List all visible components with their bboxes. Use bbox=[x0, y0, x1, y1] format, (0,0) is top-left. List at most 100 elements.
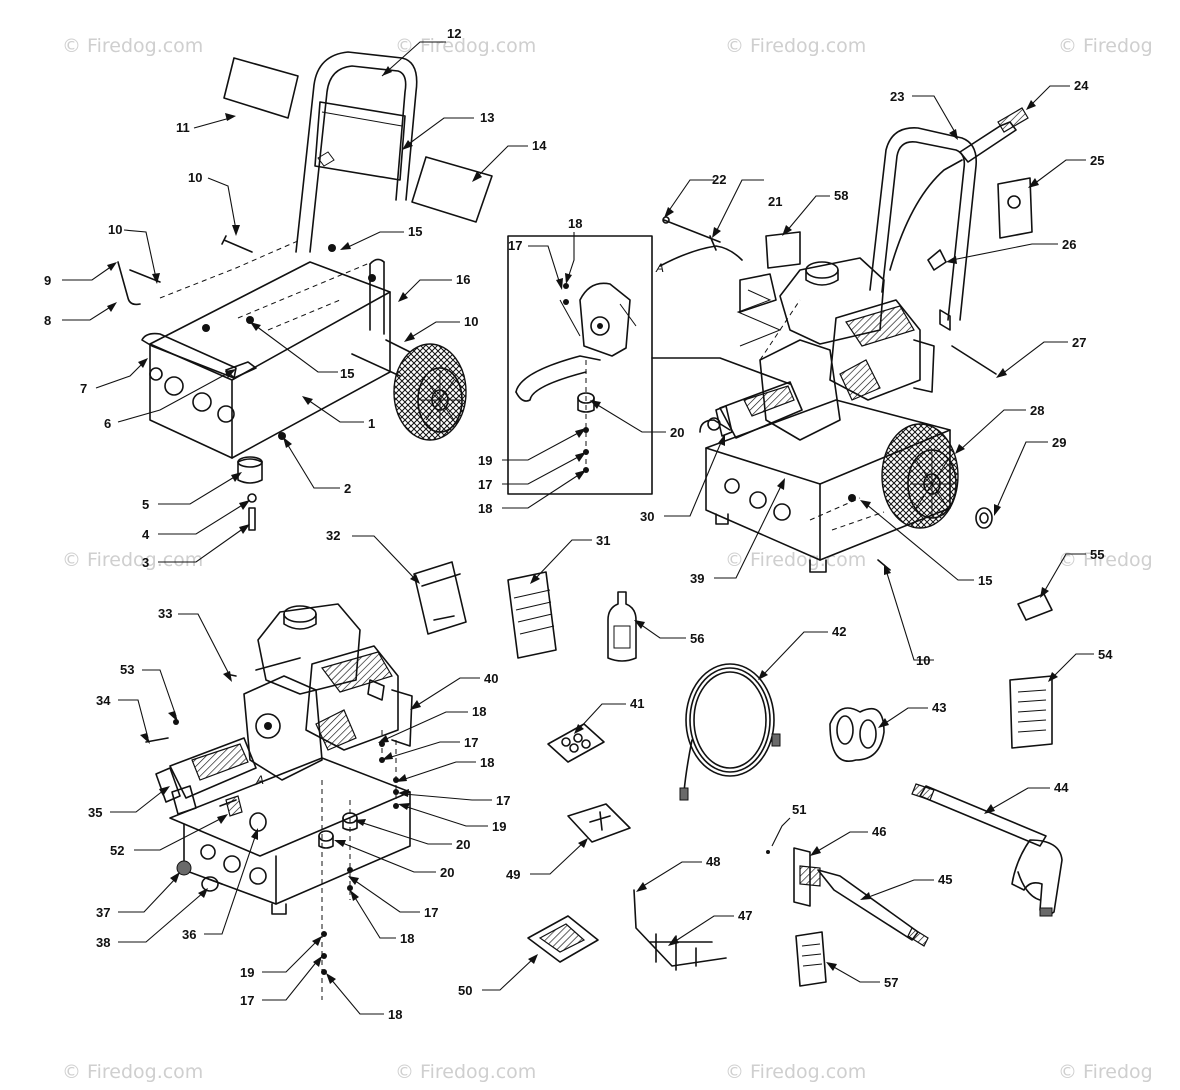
part-number: 36 bbox=[182, 927, 196, 942]
part-number: 21 bbox=[768, 194, 782, 209]
part-number: 58 bbox=[834, 188, 848, 203]
part-number: 16 bbox=[456, 272, 470, 287]
part-number: 18 bbox=[472, 704, 486, 719]
complete-unit-assembly bbox=[659, 107, 1033, 573]
part-number: 19 bbox=[492, 819, 506, 834]
part-number: 49 bbox=[506, 867, 520, 882]
part-number: 1 bbox=[368, 416, 375, 431]
part-number: 17 bbox=[478, 477, 492, 492]
part-number: 34 bbox=[96, 693, 111, 708]
part-number: 48 bbox=[706, 854, 720, 869]
part-number: 17 bbox=[496, 793, 510, 808]
loose-parts bbox=[413, 561, 1063, 987]
part-number: 15 bbox=[340, 366, 354, 381]
part-number: 10 bbox=[464, 314, 478, 329]
part-number: 29 bbox=[1052, 435, 1066, 450]
part-number: 18 bbox=[478, 501, 492, 516]
part-number: 32 bbox=[326, 528, 340, 543]
part-number: 31 bbox=[596, 533, 610, 548]
part-number: 18 bbox=[480, 755, 494, 770]
part-number: 11 bbox=[176, 120, 190, 135]
callout-label: A bbox=[655, 261, 664, 275]
leader-lines bbox=[62, 41, 1094, 1015]
part-number: 19 bbox=[478, 453, 492, 468]
watermark: © Firedog.com bbox=[62, 1061, 203, 1083]
wheel bbox=[881, 423, 959, 529]
part-number: 2 bbox=[344, 481, 351, 496]
part-number: 38 bbox=[96, 935, 110, 950]
part-number: 19 bbox=[240, 965, 254, 980]
part-number: 46 bbox=[872, 824, 886, 839]
part-number: 10 bbox=[188, 170, 202, 185]
part-number: 18 bbox=[400, 931, 414, 946]
part-number: 54 bbox=[1098, 647, 1113, 662]
watermark: © Firedog bbox=[1058, 1061, 1153, 1083]
part-number: 42 bbox=[832, 624, 846, 639]
part-number-labels: 12 11 13 14 10 15 10 9 8 16 10 7 15 6 1 … bbox=[44, 26, 1113, 1022]
part-number: 37 bbox=[96, 905, 110, 920]
part-number: 14 bbox=[532, 138, 547, 153]
part-number: 47 bbox=[738, 908, 752, 923]
watermark: © Firedog.com bbox=[725, 549, 866, 571]
watermark: © Firedog.com bbox=[62, 35, 203, 57]
part-number: 17 bbox=[240, 993, 254, 1008]
part-number: 51 bbox=[792, 802, 806, 817]
part-number: 28 bbox=[1030, 403, 1044, 418]
part-number: 7 bbox=[80, 381, 87, 396]
part-number: 30 bbox=[640, 509, 654, 524]
part-number: 22 bbox=[712, 172, 726, 187]
part-number: 39 bbox=[690, 571, 704, 586]
part-number: 12 bbox=[447, 26, 461, 41]
part-number: 17 bbox=[424, 905, 438, 920]
part-number: 23 bbox=[890, 89, 904, 104]
watermark-layer: © Firedog.com © Firedog.com © Firedog.co… bbox=[62, 35, 1153, 1083]
engine-pump-assembly bbox=[145, 603, 413, 1000]
part-number: 8 bbox=[44, 313, 51, 328]
part-number: 50 bbox=[458, 983, 472, 998]
part-number: 43 bbox=[932, 700, 946, 715]
part-number: 52 bbox=[110, 843, 124, 858]
part-number: 6 bbox=[104, 416, 111, 431]
part-number: 3 bbox=[142, 555, 149, 570]
part-number: 27 bbox=[1072, 335, 1086, 350]
pump-mount-inset bbox=[507, 235, 791, 495]
part-number: 53 bbox=[120, 662, 134, 677]
part-number: 10 bbox=[916, 653, 930, 668]
part-number: 45 bbox=[938, 872, 952, 887]
part-number: 17 bbox=[508, 238, 522, 253]
watermark: © Firedog.com bbox=[725, 1061, 866, 1083]
part-number: 17 bbox=[464, 735, 478, 750]
part-number: 13 bbox=[480, 110, 494, 125]
part-number: 5 bbox=[142, 497, 149, 512]
watermark: © Firedog.com bbox=[395, 35, 536, 57]
part-number: 10 bbox=[108, 222, 122, 237]
part-number: 20 bbox=[440, 865, 454, 880]
watermark: © Firedog.com bbox=[62, 549, 203, 571]
watermark: © Firedog.com bbox=[725, 35, 866, 57]
watermark: © Firedog bbox=[1058, 35, 1153, 57]
part-number: 15 bbox=[408, 224, 422, 239]
part-number: 35 bbox=[88, 805, 102, 820]
part-number: 4 bbox=[142, 527, 150, 542]
wheel bbox=[393, 343, 467, 441]
part-number: 20 bbox=[670, 425, 684, 440]
part-number: 25 bbox=[1090, 153, 1104, 168]
part-number: 40 bbox=[484, 671, 498, 686]
frame-assembly bbox=[117, 51, 493, 531]
part-number: 55 bbox=[1090, 547, 1104, 562]
part-number: 41 bbox=[630, 696, 644, 711]
part-number: 57 bbox=[884, 975, 898, 990]
watermark: © Firedog bbox=[1058, 549, 1153, 571]
part-number: 15 bbox=[978, 573, 992, 588]
part-number: 33 bbox=[158, 606, 172, 621]
part-number: 20 bbox=[456, 837, 470, 852]
part-number: 18 bbox=[388, 1007, 402, 1022]
part-number: 24 bbox=[1074, 78, 1089, 93]
watermark: © Firedog.com bbox=[395, 1061, 536, 1083]
part-number: 44 bbox=[1054, 780, 1069, 795]
part-number: 9 bbox=[44, 273, 51, 288]
part-number: 18 bbox=[568, 216, 582, 231]
callout-label: A bbox=[255, 773, 264, 787]
part-number: 26 bbox=[1062, 237, 1076, 252]
